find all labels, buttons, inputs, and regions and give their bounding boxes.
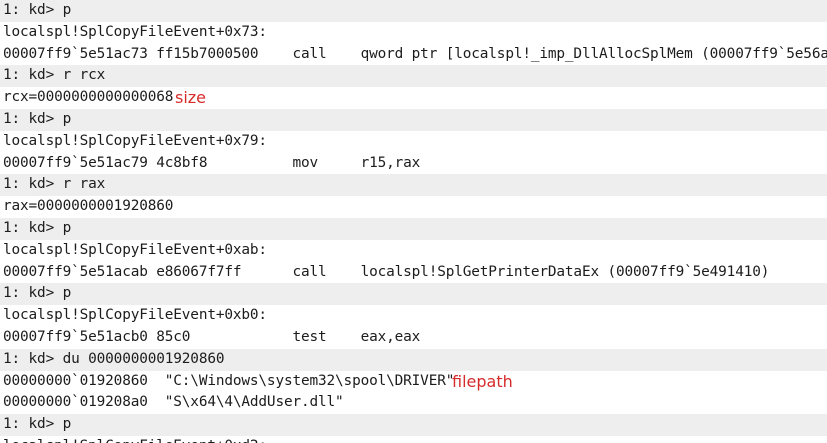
console-line-prompt: 1: kd> p [0, 283, 827, 306]
console-line-register: rax=0000000001920860 [0, 196, 827, 218]
console-line-prompt: 1: kd> r rcx [0, 65, 827, 88]
console-line-memory: 00000000`01920860 "C:\Windows\system32\s… [0, 370, 827, 393]
console-line-symbol: localspl!SplCopyFileEvent+0x73: [0, 21, 827, 44]
console-line-symbol: localspl!SplCopyFileEvent+0x79: [0, 130, 827, 153]
console-line-prompt: 1: kd> r rax [0, 174, 827, 197]
console-line-disassembly: 00007ff9`5e51ac79 4c8bf8 mov r15,rax [0, 152, 827, 175]
console-line-symbol: localspl!SplCopyFileEvent+0xab: [0, 239, 827, 262]
console-line-prompt: 1: kd> p [0, 0, 827, 22]
console-line-disassembly: 00007ff9`5e51acab e86067f7ff call locals… [0, 261, 827, 284]
annotation-size: size [175, 88, 207, 108]
console-line-disassembly: 00007ff9`5e51ac73 ff15b7000500 call qwor… [0, 43, 827, 66]
console-line-disassembly: 00007ff9`5e51acb0 85c0 test eax,eax [0, 326, 827, 349]
console-line-symbol: localspl!SplCopyFileEvent+0xb0: [0, 305, 827, 327]
console-line-prompt: 1: kd> p [0, 108, 827, 131]
console-line-symbol: localspl!SplCopyFileEvent+0xd2: [0, 435, 827, 443]
console-line-prompt: 1: kd> du 0000000001920860 [0, 348, 827, 371]
annotation-filepath: filepath [452, 371, 513, 391]
console-line-prompt: 1: kd> p [0, 414, 827, 436]
console-line-prompt: 1: kd> p [0, 217, 827, 240]
console-line-memory: 00000000`019208a0 "S\x64\4\AddUser.dll" [0, 392, 827, 415]
